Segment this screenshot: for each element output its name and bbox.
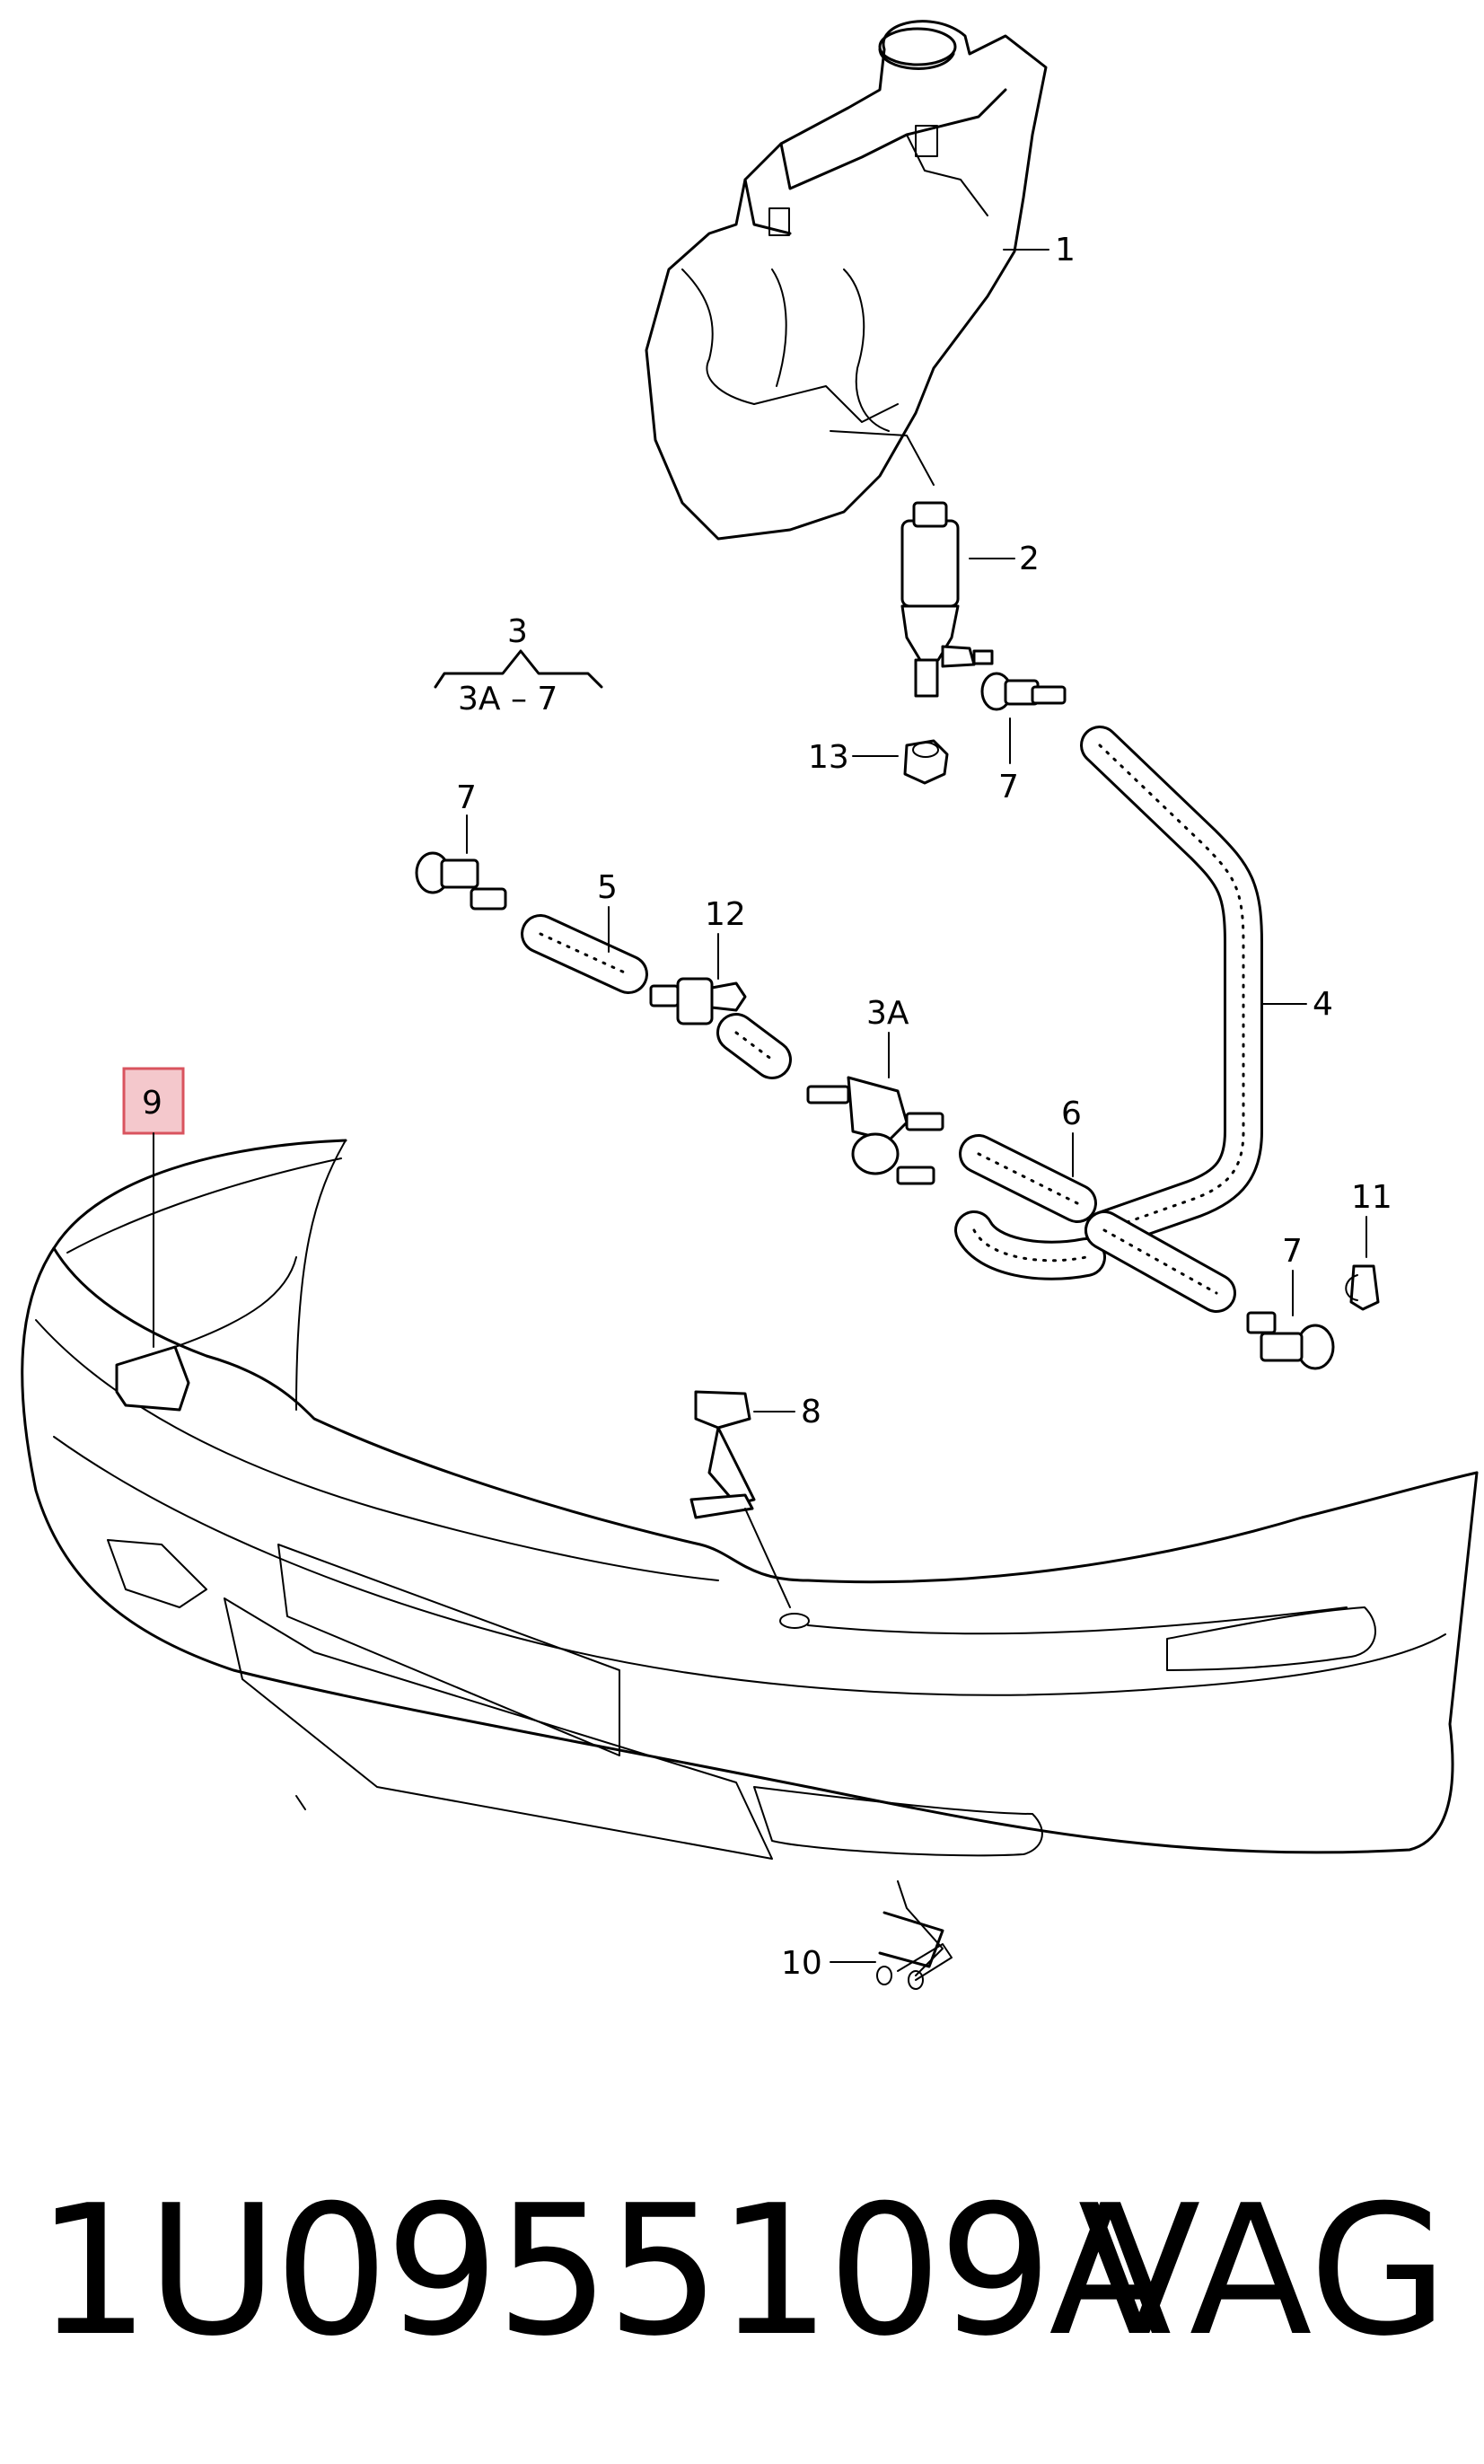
washer-pump: 2 <box>900 501 1040 698</box>
valve-7-upper: 7 <box>980 672 1067 805</box>
callout-9: 9 <box>142 1085 162 1122</box>
callout-8: 8 <box>801 1394 821 1430</box>
parts-diagram: 1 2 13 3 3A – 7 7 7 <box>21 20 1479 1990</box>
callout-12: 12 <box>705 896 746 933</box>
callout-7-upper: 7 <box>998 769 1019 805</box>
washer-jet-8: 8 <box>689 1390 821 1629</box>
brand-label: VAG <box>1077 2167 1448 2376</box>
callout-13: 13 <box>808 739 849 776</box>
front-bumper <box>21 1139 1479 1981</box>
hose-5: 5 <box>521 869 648 994</box>
callout-3a: 3A <box>866 995 909 1032</box>
callout-2: 2 <box>1019 541 1040 577</box>
footer: 1U0955109A VAG <box>0 2137 1484 2407</box>
grommet-13: 13 <box>808 739 949 785</box>
callout-3-range: 3A – 7 <box>458 681 558 717</box>
t-piece-3a: 3A <box>806 995 944 1185</box>
valve-7-right: 7 <box>1246 1233 1335 1370</box>
part-number: 1U0955109A <box>36 2167 1172 2376</box>
clip-11: 11 <box>1345 1179 1392 1311</box>
callout-6: 6 <box>1061 1096 1082 1132</box>
clip-10: 10 <box>781 1911 944 1990</box>
callout-4: 4 <box>1313 986 1333 1023</box>
callout-3: 3 <box>507 613 528 650</box>
callout-9-group[interactable]: 9 <box>122 1067 185 1348</box>
hose-6: 6 <box>954 1096 1236 1313</box>
callout-1: 1 <box>1055 232 1076 268</box>
callout-7-right: 7 <box>1282 1233 1303 1270</box>
callout-7-left: 7 <box>456 779 477 816</box>
callout-11: 11 <box>1351 1179 1392 1216</box>
callout-10: 10 <box>781 1945 822 1982</box>
washer-reservoir: 1 <box>645 20 1076 541</box>
valve-7-left: 7 <box>415 779 507 911</box>
connector-12: 12 <box>649 896 792 1079</box>
hose-4: 4 <box>1080 726 1333 1250</box>
callout-5: 5 <box>597 869 618 906</box>
assembly-3-bracket: 3 3A – 7 <box>434 613 603 717</box>
